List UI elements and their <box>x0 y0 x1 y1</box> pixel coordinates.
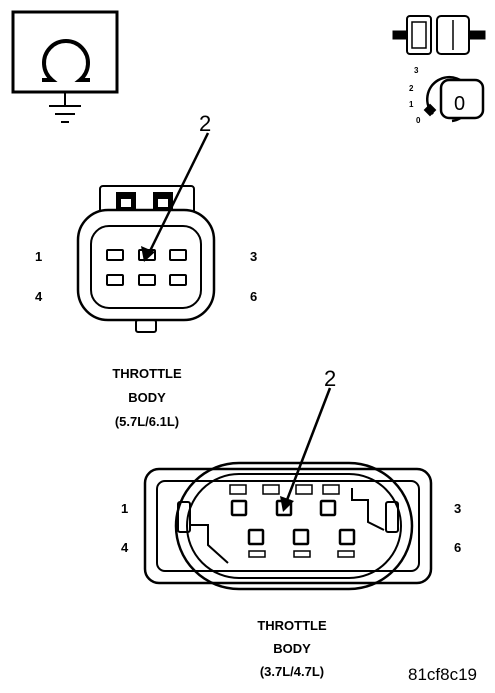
upper-caption-line-3: (5.7L/6.1L) <box>114 414 180 429</box>
ignition-position-1: 1 <box>409 100 414 109</box>
figure-code: 81cf8c19 <box>408 665 477 684</box>
lower-connector-drawing <box>143 461 433 591</box>
ignition-position-0: 0 <box>416 116 421 125</box>
lower-pin-3-label: 3 <box>454 501 462 516</box>
lower-caption-line-1: THROTTLE <box>257 618 327 633</box>
ignition-switch-icon <box>423 75 485 123</box>
upper-pin-6-label: 6 <box>250 289 258 304</box>
upper-callout-leader <box>141 132 210 262</box>
upper-callout-number: 2 <box>199 111 212 136</box>
upper-caption-line-2: BODY <box>128 390 166 405</box>
upper-pin-4-label: 4 <box>35 289 43 304</box>
ohmmeter-ground-icon <box>11 10 119 123</box>
upper-caption-line-1: THROTTLE <box>112 366 182 381</box>
upper-pin-1-label: 1 <box>35 249 43 264</box>
lower-pin-4-label: 4 <box>121 540 129 555</box>
lower-pin-6-label: 6 <box>454 540 462 555</box>
ignition-position-2: 2 <box>409 84 414 93</box>
upper-pin-3-label: 3 <box>250 249 258 264</box>
lower-caption-line-3: (3.7L/4.7L) <box>259 664 325 679</box>
ignition-current-position: 0 <box>454 93 465 115</box>
lower-callout-number: 2 <box>324 366 337 391</box>
lower-caption-line-2: BODY <box>273 641 311 656</box>
disconnect-connector-icon <box>392 15 486 55</box>
lower-callout-leader <box>280 387 332 512</box>
lower-pin-1-label: 1 <box>121 501 129 516</box>
upper-connector-drawing <box>76 185 216 333</box>
ignition-position-3: 3 <box>414 66 419 75</box>
